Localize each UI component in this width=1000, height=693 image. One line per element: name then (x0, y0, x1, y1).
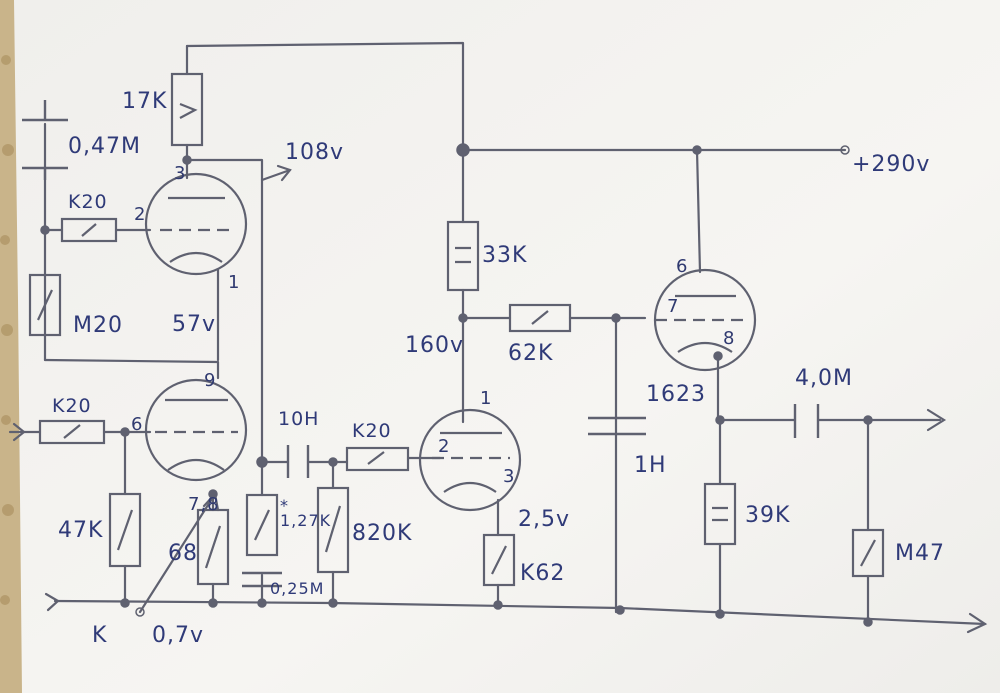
label-k: K (92, 623, 108, 648)
junctions (40, 143, 873, 627)
label-k20-mid: K20 (352, 420, 392, 442)
label-1623: 1623 (646, 382, 706, 407)
paper-sheet (14, 0, 1000, 693)
resistor-m47 (851, 528, 885, 578)
capacitor-047m (22, 100, 68, 180)
resistor-820k (316, 486, 350, 574)
resistor-k62 (482, 533, 516, 587)
arrows (12, 164, 988, 634)
label-62k: 62K (508, 341, 554, 366)
resistor-47k (108, 492, 142, 568)
pin-label-m1: 1 (480, 388, 493, 409)
label-68: 68 (168, 541, 198, 566)
capacitor-1h (588, 416, 646, 436)
label-k62: K62 (520, 561, 566, 586)
pin-label-6: 6 (131, 414, 144, 435)
label-160v: 160v (405, 333, 465, 358)
pin-label-b7: 7 (667, 296, 680, 317)
resistor-m20 (28, 273, 62, 337)
label-k20-top: K20 (68, 191, 108, 213)
capacitors (22, 100, 820, 588)
label-57v: 57v (172, 312, 217, 337)
label-025m: 0,25M (270, 579, 325, 598)
pin-label-9: 9 (204, 370, 217, 391)
pin-label-m3: 3 (503, 466, 516, 487)
resistor-17k (170, 72, 204, 147)
capacitor-025m (242, 571, 282, 588)
pin-label-b6: 6 (676, 256, 689, 277)
label-1h: 1H (634, 453, 667, 478)
resistor-k20-top (60, 217, 118, 243)
resistor-k20-mid (345, 446, 410, 472)
label-047m: 0,47M (68, 134, 141, 159)
label-127k-mark: * (280, 496, 289, 515)
label-127k: 1,27K (280, 511, 332, 530)
pin-label-2: 2 (134, 204, 147, 225)
pin-label-78: 7,8 (188, 494, 220, 515)
label-17k: 17K (122, 89, 168, 114)
tubes (144, 172, 757, 512)
resistor-33k (446, 220, 480, 292)
label-33k: 33K (482, 243, 528, 268)
resistor-k20-in (38, 419, 106, 445)
tube-upper (144, 172, 248, 276)
label-07v: 0,7v (152, 623, 205, 648)
capacitor-10n (286, 445, 310, 478)
label-39k: 39K (745, 503, 791, 528)
label-290v: +290v (852, 152, 931, 177)
label-25v: 2,5v (518, 507, 571, 532)
resistor-68 (196, 508, 230, 586)
resistor-39k (703, 482, 737, 546)
resistors (28, 72, 885, 587)
tube-middle (418, 408, 522, 512)
label-820k: 820K (352, 521, 413, 546)
label-k20-in: K20 (52, 395, 92, 417)
label-m20: M20 (73, 313, 123, 338)
pin-label-b8: 8 (723, 328, 736, 349)
label-47k: 47K (58, 518, 104, 543)
tube-lower (144, 378, 248, 482)
label-10n: 10H (278, 408, 320, 430)
pin-label-1: 1 (228, 272, 241, 293)
label-108v: 108v (285, 140, 345, 165)
resistor-127k (245, 493, 279, 557)
pin-label-m2: 2 (438, 436, 451, 457)
label-40m: 4,0M (795, 366, 853, 391)
resistor-62k (508, 303, 572, 333)
label-m47: M47 (895, 541, 945, 566)
wood-grain (0, 55, 14, 605)
capacitor-40m (793, 404, 820, 438)
pin-label-3: 3 (174, 163, 187, 184)
